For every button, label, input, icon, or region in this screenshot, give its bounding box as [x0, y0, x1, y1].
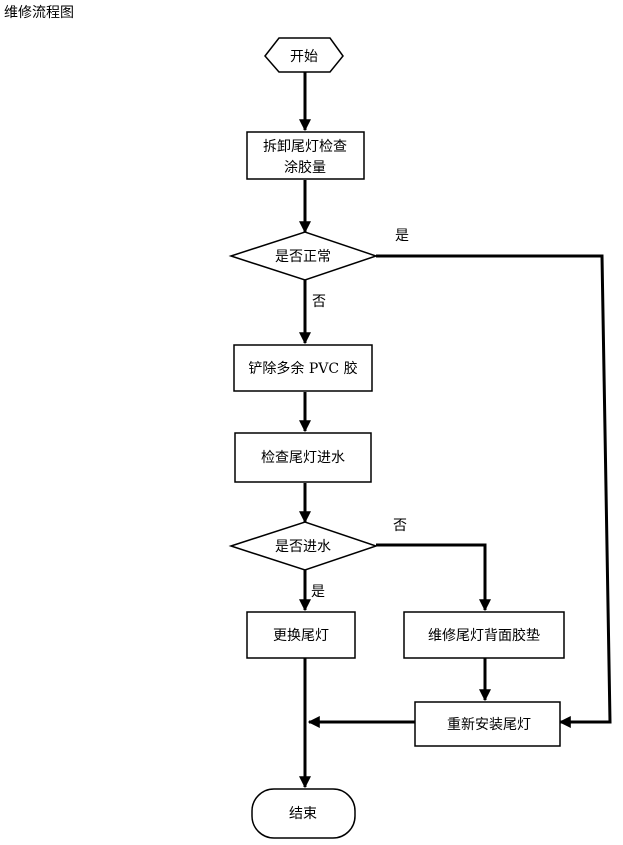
diagram-title: 维修流程图: [4, 5, 74, 21]
node-repair-gasket-label: 维修尾灯背面胶垫: [428, 627, 540, 644]
node-end-label: 结束: [289, 806, 317, 822]
node-repair-gasket: 维修尾灯背面胶垫: [403, 611, 565, 659]
decision-normal-label: 是否正常: [275, 249, 331, 265]
node-check-water: 检查尾灯进水: [234, 432, 372, 483]
node-inspect-label-1: 拆卸尾灯检查: [263, 139, 347, 155]
node-inspect: 拆卸尾灯检查 涂胶量: [246, 131, 365, 180]
node-inspect-label-2: 涂胶量: [284, 159, 326, 176]
node-end: 结束: [251, 788, 356, 839]
decision-normal: 是否正常: [228, 231, 379, 281]
label-normal-yes: 是: [395, 228, 409, 244]
label-water-yes: 是: [311, 584, 325, 600]
node-replace-label: 更换尾灯: [273, 627, 329, 644]
node-start: 开始: [264, 37, 344, 73]
node-check-water-label: 检查尾灯进水: [261, 450, 345, 466]
node-reinstall: 重新安装尾灯: [414, 701, 561, 747]
decision-water-label: 是否进水: [275, 539, 331, 555]
edge-water-no: [376, 543, 491, 612]
label-normal-no: 否: [312, 294, 326, 310]
node-replace: 更换尾灯: [246, 611, 356, 659]
node-remove-pvc: 铲除多余 PVC 胶: [233, 344, 373, 392]
decision-water: 是否进水: [228, 521, 379, 571]
node-start-label: 开始: [290, 49, 318, 65]
label-water-no: 否: [393, 518, 407, 534]
edge-normal-yes: [376, 254, 612, 728]
node-remove-pvc-label: 铲除多余 PVC 胶: [248, 360, 357, 377]
connectors: [299, 72, 612, 789]
node-reinstall-label: 重新安装尾灯: [447, 717, 531, 733]
